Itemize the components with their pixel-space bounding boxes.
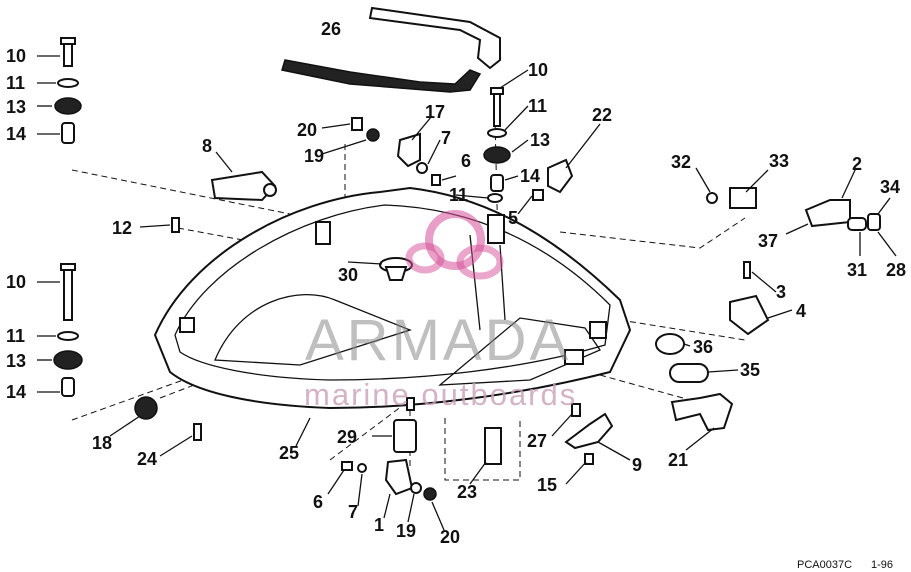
callout-2: 2 xyxy=(852,154,862,174)
part-1-bracket xyxy=(384,458,414,496)
part-7-washer-top xyxy=(416,162,428,174)
callout-14: 14 xyxy=(6,382,26,402)
figure-footer: PCA0037C 1-96 xyxy=(797,559,893,571)
callout-37: 37 xyxy=(758,231,778,251)
mount-stack-lower-left xyxy=(53,263,83,397)
part-9-bracket xyxy=(564,412,614,450)
callout-10: 10 xyxy=(6,46,26,66)
callout-23: 23 xyxy=(457,482,477,502)
callout-labels: 10 11 13 14 10 11 13 14 26 10 11 13 14 2… xyxy=(6,19,906,547)
callout-8: 8 xyxy=(202,136,212,156)
armada-watermark: ARMADA marine outboards xyxy=(304,210,577,412)
part-19-20-fasteners-top xyxy=(351,117,380,142)
part-6-screw-top xyxy=(431,174,441,186)
callout-6: 6 xyxy=(313,492,323,512)
part-6-7-19-20-bottom xyxy=(341,461,437,501)
callout-25: 25 xyxy=(279,443,299,463)
callout-35: 35 xyxy=(740,360,760,380)
callout-13: 13 xyxy=(6,97,26,117)
callout-29: 29 xyxy=(337,427,357,447)
callout-5: 5 xyxy=(508,208,518,228)
callout-7: 7 xyxy=(441,128,451,148)
page-number: 1-96 xyxy=(871,559,893,571)
lower-motor-cover xyxy=(153,186,632,410)
callout-11: 11 xyxy=(449,185,468,205)
callout-28: 28 xyxy=(886,260,906,280)
callout-19: 19 xyxy=(304,146,324,166)
part-12-screw xyxy=(171,217,180,233)
part-15-27-screws xyxy=(571,403,594,465)
callout-15: 15 xyxy=(537,475,557,495)
callout-36: 36 xyxy=(693,337,713,357)
part-17-bracket xyxy=(396,132,421,168)
watermark-brand: ARMADA xyxy=(305,308,571,373)
callout-34: 34 xyxy=(880,177,900,197)
callout-21: 21 xyxy=(668,450,688,470)
part-26-grip xyxy=(281,6,501,93)
part-36-clamp xyxy=(655,333,685,355)
callout-11: 11 xyxy=(6,326,25,346)
callout-27: 27 xyxy=(527,431,547,451)
callout-10: 10 xyxy=(6,272,26,292)
callout-11: 11 xyxy=(528,96,547,116)
callout-33: 33 xyxy=(769,151,789,171)
callout-14: 14 xyxy=(520,166,540,186)
callout-14: 14 xyxy=(6,124,26,144)
part-8-lever xyxy=(210,170,277,202)
part-24-screw xyxy=(193,423,202,441)
callout-4: 4 xyxy=(796,301,806,321)
part-31-34-fittings xyxy=(847,213,881,231)
callout-13: 13 xyxy=(530,130,550,150)
callout-6: 6 xyxy=(461,151,471,171)
callout-20: 20 xyxy=(440,527,460,547)
mount-stack-upper-left xyxy=(54,37,82,144)
part-3-4-bracket xyxy=(729,261,770,336)
callout-3: 3 xyxy=(776,282,786,302)
part-5-nut xyxy=(532,189,544,201)
callout-22: 22 xyxy=(592,105,612,125)
part-18-grommet xyxy=(134,396,158,420)
figure-code: PCA0037C xyxy=(797,559,852,571)
callout-26: 26 xyxy=(321,19,341,39)
callout-1: 1 xyxy=(374,515,384,535)
part-29-sleeve xyxy=(393,397,417,453)
armada-logo-icon xyxy=(405,210,504,280)
part-23-plate xyxy=(484,427,502,465)
leader-lines xyxy=(37,55,897,531)
part-35-hose xyxy=(669,363,709,383)
callout-7: 7 xyxy=(348,502,358,522)
callout-19: 19 xyxy=(396,521,416,541)
callout-10: 10 xyxy=(528,60,548,80)
callout-17: 17 xyxy=(425,102,445,122)
callout-18: 18 xyxy=(92,433,112,453)
part-2-33-fitting xyxy=(706,187,851,228)
callout-20: 20 xyxy=(297,120,317,140)
callout-24: 24 xyxy=(137,449,157,469)
callout-31: 31 xyxy=(847,260,867,280)
watermark-tagline: marine outboards xyxy=(304,377,577,412)
callout-32: 32 xyxy=(671,152,691,172)
callout-11: 11 xyxy=(6,73,25,93)
callout-30: 30 xyxy=(338,265,358,285)
callout-13: 13 xyxy=(6,351,26,371)
part-21-lever xyxy=(670,392,734,432)
mount-stack-center xyxy=(483,87,511,203)
callout-12: 12 xyxy=(112,218,132,238)
callout-9: 9 xyxy=(632,455,642,475)
